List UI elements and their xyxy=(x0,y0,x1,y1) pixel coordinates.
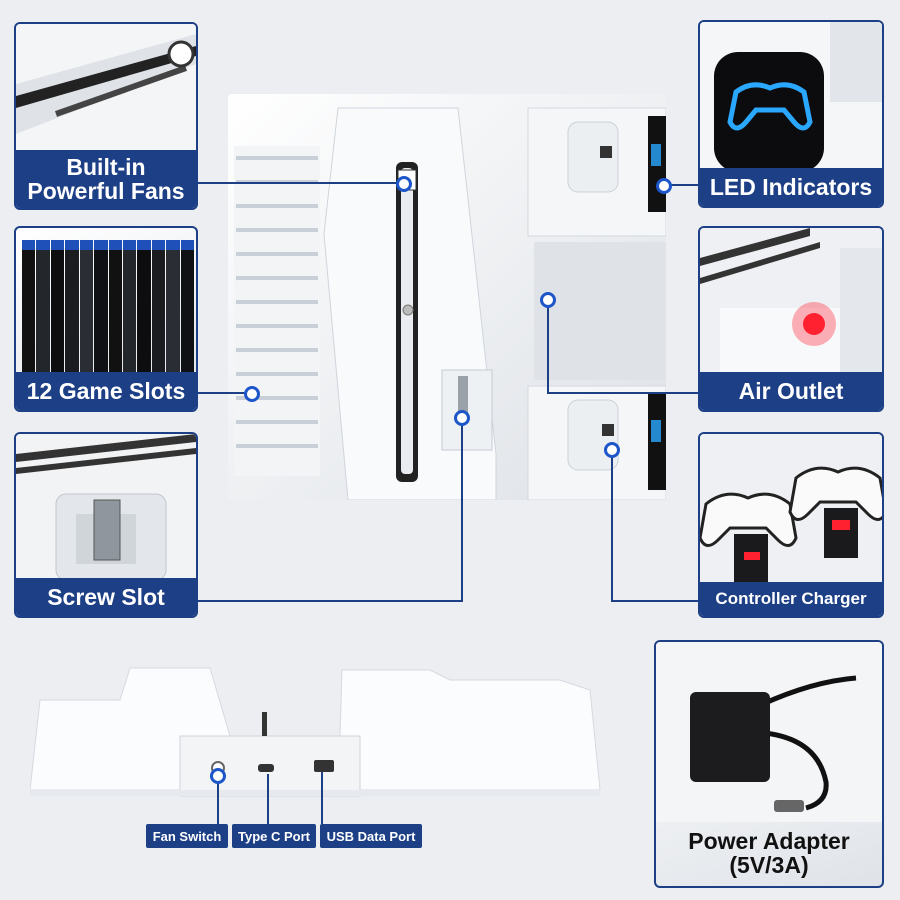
connector-charger-h xyxy=(612,600,698,602)
game-cases xyxy=(22,240,195,376)
game-case xyxy=(108,240,122,376)
connector-air-h xyxy=(548,392,698,394)
game-case xyxy=(65,240,79,376)
game-case xyxy=(137,240,151,376)
marker-fans xyxy=(396,176,412,192)
slot-rib xyxy=(236,276,318,280)
callout-screw-slot: Screw Slot xyxy=(14,432,198,618)
slot-rib xyxy=(236,420,318,424)
connector-type-c xyxy=(267,774,269,824)
marker-air xyxy=(540,292,556,308)
marker-charger xyxy=(604,442,620,458)
marker-screw xyxy=(454,410,470,426)
slot-rib xyxy=(236,396,318,400)
game-case xyxy=(22,240,36,376)
stand-side-view xyxy=(30,667,601,797)
slot-rib xyxy=(236,156,318,160)
callout-air-outlet: Air Outlet xyxy=(698,226,884,412)
connector-led xyxy=(666,184,698,186)
cooling-stand-illustration xyxy=(228,94,666,500)
slot-rib xyxy=(236,300,318,304)
screw-slot-photo xyxy=(16,434,196,580)
label-air-outlet: Air Outlet xyxy=(700,372,882,410)
callout-power-adapter: Power Adapter(5V/3A) xyxy=(654,640,884,888)
connector-fan-switch xyxy=(217,776,219,824)
connector-air-v xyxy=(547,300,549,394)
game-case xyxy=(180,240,195,376)
connector-usb xyxy=(321,772,323,824)
connector-screw-h xyxy=(198,600,462,602)
led-photo xyxy=(700,22,882,172)
power-adapter-photo xyxy=(656,642,882,822)
game-case xyxy=(166,240,180,376)
slot-rib xyxy=(236,324,318,328)
label-game-slots: 12 Game Slots xyxy=(16,372,196,410)
label-screw-slot: Screw Slot xyxy=(16,578,196,616)
slot-rib xyxy=(236,348,318,352)
game-case xyxy=(94,240,108,376)
connector-slots xyxy=(198,392,250,394)
game-case xyxy=(79,240,94,376)
label-fan-switch: Fan Switch xyxy=(146,824,228,848)
connector-charger-v xyxy=(611,450,613,602)
callout-game-slots: 12 Game Slots xyxy=(14,226,198,412)
slot-rib xyxy=(236,204,318,208)
marker-fan-switch xyxy=(210,768,226,784)
slot-rib xyxy=(236,228,318,232)
fan-vent-photo xyxy=(16,24,196,154)
game-case xyxy=(122,240,137,376)
air-outlet-photo xyxy=(700,228,882,374)
label-usb-data-port: USB Data Port xyxy=(320,824,422,848)
game-case xyxy=(151,240,166,376)
slot-rib xyxy=(236,444,318,448)
callout-led-indicators: LED Indicators xyxy=(698,20,884,208)
label-power-adapter: Power Adapter(5V/3A) xyxy=(688,827,850,878)
callout-controller-charger: Controller Charger xyxy=(698,432,884,618)
slot-rib xyxy=(236,372,318,376)
marker-led xyxy=(656,178,672,194)
charger-photo xyxy=(700,434,882,586)
marker-slots xyxy=(244,386,260,402)
slot-rib xyxy=(236,252,318,256)
connector-fans xyxy=(198,182,406,184)
game-case xyxy=(36,240,50,376)
connector-screw-v xyxy=(461,418,463,602)
label-controller-charger: Controller Charger xyxy=(700,582,882,616)
label-led-indicators: LED Indicators xyxy=(700,168,882,206)
game-case xyxy=(50,240,65,376)
label-type-c-port: Type C Port xyxy=(232,824,316,848)
